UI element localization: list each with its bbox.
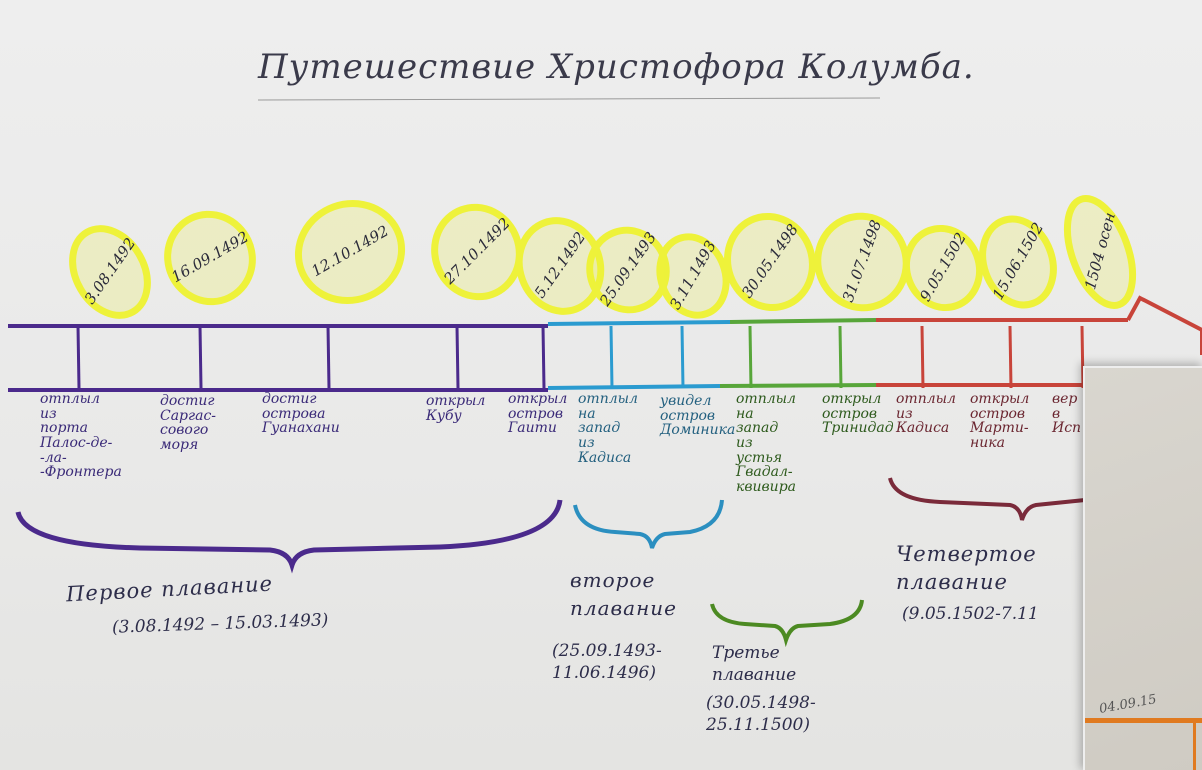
event-label: отплыл на запад из устья Гвадал- квивира <box>736 391 796 496</box>
page-title: Путешествие Христофора Колумба. <box>258 47 975 87</box>
event-label: открыл остров Тринидад <box>822 391 894 437</box>
date-highlight-oval <box>164 210 256 306</box>
date-highlights <box>69 195 1137 319</box>
timeline-tick <box>455 325 460 389</box>
event-label: вер в Исп <box>1052 391 1082 437</box>
overlapping-photo: 04.09.15 <box>1083 366 1202 770</box>
date-highlight-oval <box>979 215 1057 309</box>
event-label: открыл Кубу <box>426 393 486 424</box>
event-label: увидел остров Доминика <box>660 393 736 439</box>
voyage2-period: (25.09.1493- 11.06.1496) <box>552 641 662 684</box>
date-highlight-oval <box>724 212 816 312</box>
date-highlight-oval <box>1063 195 1137 309</box>
voyage4-period: (9.05.1502-7.11 <box>902 604 1039 624</box>
timeline-tick <box>541 325 546 389</box>
voyage3-period: (30.05.1498- 25.11.1500) <box>706 693 816 736</box>
brace-voyage4 <box>888 477 1086 521</box>
tape-arrowhead <box>1126 295 1202 355</box>
brace-voyage3 <box>710 599 864 648</box>
timeline-tick <box>748 325 753 389</box>
voyage2-name: второе плавание <box>570 568 677 620</box>
timeline-tick <box>76 325 81 389</box>
timeline-tick <box>1008 325 1013 389</box>
date-highlight-oval <box>903 224 983 312</box>
timeline-tick <box>198 325 203 389</box>
timeline-tick <box>1080 325 1085 389</box>
timeline-tape <box>8 295 1202 392</box>
timeline-tick <box>838 325 843 389</box>
timeline-tick <box>326 325 331 389</box>
event-label: открыл остров Марти- ника <box>970 391 1030 452</box>
title-underline <box>257 97 881 101</box>
timeline-ticks <box>76 325 1085 389</box>
corner-tick <box>1193 723 1196 770</box>
event-label: отплыл на запад из Кадиса <box>578 391 638 466</box>
date-highlight-oval <box>515 217 605 315</box>
event-label: открыл остров Гаити <box>508 391 568 437</box>
date-highlight-oval <box>294 200 406 304</box>
timeline-tick <box>680 325 685 389</box>
event-label: отплыл из Кадиса <box>896 391 956 437</box>
tape-top-voyage2 <box>547 320 731 326</box>
date-highlight-oval <box>656 233 730 319</box>
date-highlight-oval <box>431 203 523 301</box>
tape-bottom-voyage3 <box>719 383 877 388</box>
date-highlight-oval <box>814 212 910 312</box>
event-label: достиг Саргас- сового моря <box>160 393 217 454</box>
voyage4-name: Четвертое плавание <box>896 542 1037 595</box>
event-label: достиг острова Гуанахани <box>262 391 340 437</box>
corner-tape <box>1085 718 1202 770</box>
voyage3-name: Третье плавание <box>712 643 797 686</box>
tape-bottom-voyage2 <box>547 384 721 390</box>
brace-voyage2 <box>573 499 724 549</box>
date-highlight-oval <box>69 225 151 319</box>
corner-note: 04.09.15 <box>1098 692 1158 717</box>
brace-voyage1 <box>15 499 563 574</box>
event-label: отплыл из порта Палос-де- -ла- -Фронтера <box>40 391 122 481</box>
timeline-tick <box>920 325 925 389</box>
tape-top-voyage3 <box>729 318 877 324</box>
timeline-tick <box>609 325 614 389</box>
